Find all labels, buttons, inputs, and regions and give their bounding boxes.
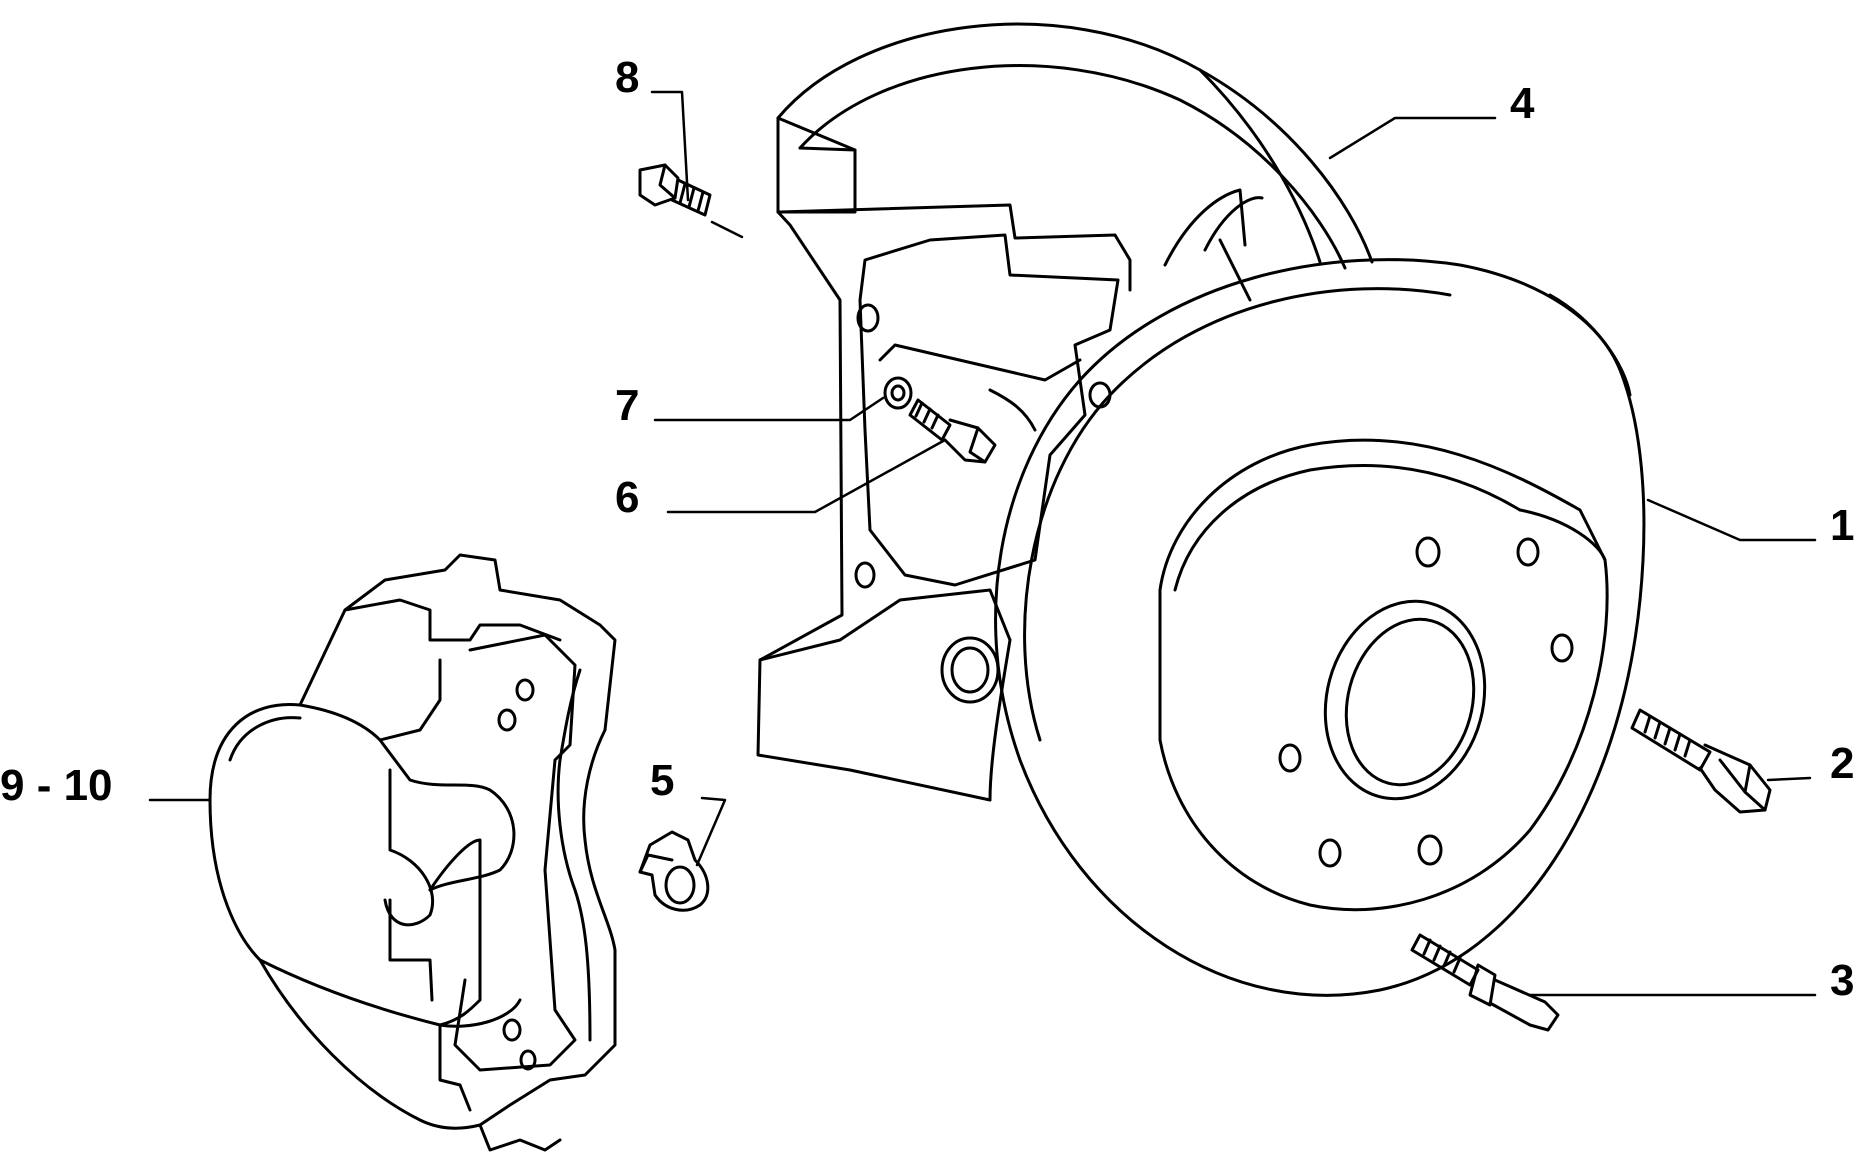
leader-line-4 bbox=[1328, 116, 1497, 160]
brake-caliper-part bbox=[210, 555, 615, 1150]
leader-line-5 bbox=[695, 796, 727, 867]
callout-7: 7 bbox=[615, 381, 639, 430]
callout-9-10: 9 - 10 bbox=[0, 761, 113, 810]
dust-shield-part bbox=[758, 24, 1372, 800]
callout-labels: 1 2 3 4 5 6 7 8 9 - 10 bbox=[0, 53, 1854, 1005]
upper-screw-part bbox=[640, 165, 710, 215]
leader-line-8 bbox=[650, 90, 690, 202]
leader-line-2 bbox=[1766, 776, 1812, 782]
callout-5: 5 bbox=[650, 756, 674, 805]
leader-lines bbox=[148, 90, 1817, 997]
callout-3: 3 bbox=[1830, 956, 1854, 1005]
callout-1: 1 bbox=[1830, 501, 1854, 550]
wheel-stud-part bbox=[1412, 935, 1558, 1030]
callout-2: 2 bbox=[1830, 739, 1854, 788]
washer-part bbox=[885, 378, 911, 408]
brake-disc-part bbox=[996, 260, 1644, 996]
wheel-bolt-part bbox=[1632, 710, 1770, 812]
leader-line-6 bbox=[666, 438, 947, 514]
callout-8: 8 bbox=[615, 53, 639, 102]
leader-line-8-tail bbox=[710, 220, 744, 239]
callout-6: 6 bbox=[615, 473, 639, 522]
callout-4: 4 bbox=[1510, 79, 1535, 128]
clip-part bbox=[640, 832, 708, 910]
leader-line-1 bbox=[1646, 498, 1817, 542]
shield-screw-part bbox=[910, 400, 995, 462]
leader-line-7 bbox=[653, 396, 885, 422]
